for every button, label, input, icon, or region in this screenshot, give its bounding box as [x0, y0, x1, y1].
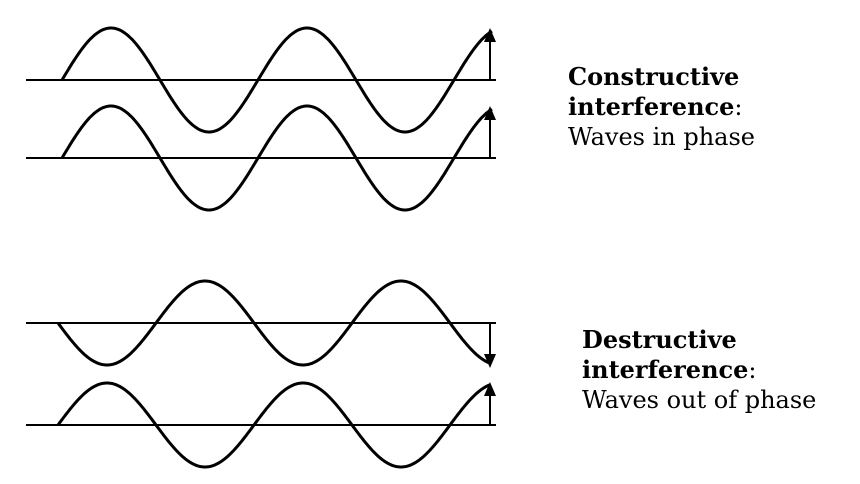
constructive-heading-line1: Constructive [568, 62, 740, 91]
constructive-group [26, 26, 496, 212]
destructive-heading-line2: interference: [582, 355, 816, 385]
destructive-wave1-arrowhead-down [484, 354, 496, 368]
constructive-wave2-arrowhead-up [484, 106, 496, 120]
destructive-heading-word: interference [582, 355, 749, 384]
destructive-description: Waves out of phase [582, 386, 817, 414]
constructive-wave2 [60, 104, 493, 212]
destructive-wave2 [56, 381, 491, 469]
constructive-heading-line2: interference: [568, 92, 755, 122]
destructive-caption: Destructive interference: Waves out of p… [582, 325, 816, 415]
constructive-wave1 [60, 26, 493, 134]
constructive-caption: Constructive interference: Waves in phas… [568, 62, 755, 152]
destructive-wave1 [56, 279, 491, 367]
constructive-wave1-arrowhead-up [484, 28, 496, 42]
destructive-heading-colon: : [748, 356, 757, 384]
destructive-wave2-arrowhead-up [484, 382, 496, 396]
destructive-heading-line1: Destructive [582, 325, 737, 354]
destructive-group [26, 279, 496, 469]
constructive-description: Waves in phase [568, 123, 756, 151]
constructive-heading-colon: : [734, 93, 743, 121]
constructive-heading-word: interference [568, 92, 735, 121]
